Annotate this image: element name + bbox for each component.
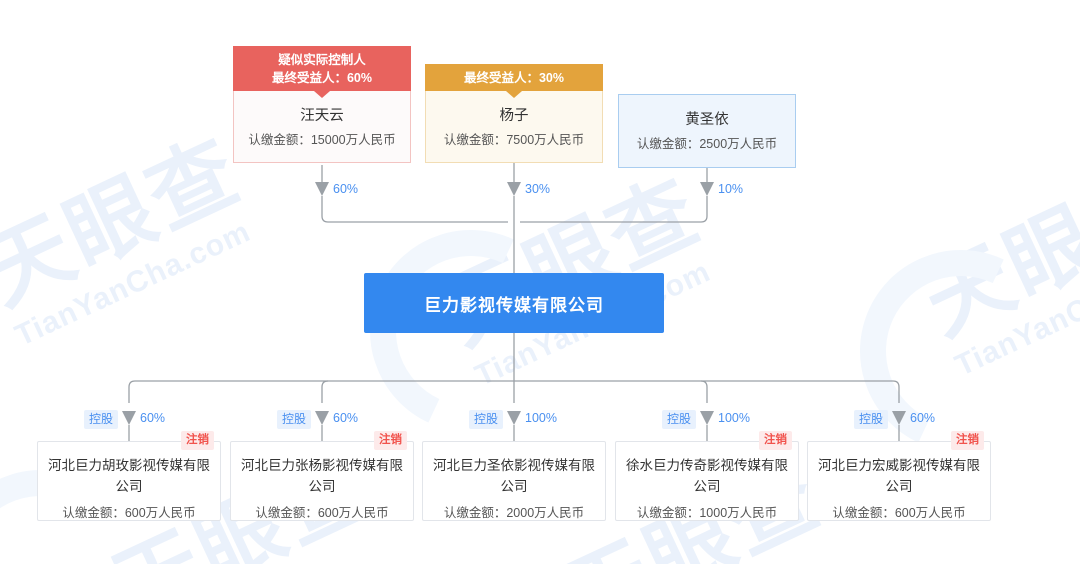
- subsidiary-5-name[interactable]: 河北巨力宏威影视传媒有限公司: [818, 458, 980, 494]
- subsidiary-1-relation: 控股: [84, 410, 119, 429]
- header-notch-icon: [314, 91, 330, 98]
- subsidiary-1-status-badge: 注销: [181, 431, 214, 450]
- shareholder-3-name[interactable]: 黄圣依: [685, 112, 729, 128]
- shareholder-3-body: 黄圣依 认缴金额：2500万人民币: [618, 94, 796, 168]
- shareholder-3-amount: 认缴金额：2500万人民币: [636, 137, 778, 151]
- subsidiary-1-percent: 60%: [140, 411, 166, 425]
- subsidiary-card-4[interactable]: 注销 徐水巨力传奇影视传媒有限公司 认缴金额：1000万人民币: [615, 431, 799, 521]
- subsidiary-1-name[interactable]: 河北巨力胡玫影视传媒有限公司: [48, 458, 210, 494]
- subsidiary-card-2[interactable]: 注销 河北巨力张杨影视传媒有限公司 认缴金额：600万人民币: [230, 431, 414, 521]
- shareholder-1-amount: 认缴金额：15000万人民币: [248, 133, 396, 147]
- subsidiary-2-amount: 认缴金额：600万人民币: [255, 506, 389, 520]
- header-notch-icon: [506, 91, 522, 98]
- subsidiary-3-percent: 100%: [525, 411, 557, 425]
- subsidiary-card-3[interactable]: 河北巨力圣依影视传媒有限公司 认缴金额：2000万人民币: [422, 441, 606, 521]
- subsidiary-3-name[interactable]: 河北巨力圣依影视传媒有限公司: [433, 458, 595, 494]
- subsidiary-2-relation: 控股: [277, 410, 312, 429]
- subsidiary-4-percent: 100%: [718, 411, 750, 425]
- subsidiary-4-relation: 控股: [662, 410, 697, 429]
- subsidiary-card-5[interactable]: 注销 河北巨力宏威影视传媒有限公司 认缴金额：600万人民币: [807, 431, 991, 521]
- subsidiary-5-status-badge: 注销: [951, 431, 984, 450]
- shareholder-2-header: 最终受益人：30%: [425, 64, 603, 98]
- subsidiary-2-name[interactable]: 河北巨力张杨影视传媒有限公司: [241, 458, 403, 494]
- shareholder-2-amount: 认缴金额：7500万人民币: [443, 133, 585, 147]
- shareholder-card-2[interactable]: 最终受益人：30% 杨子 认缴金额：7500万人民币: [425, 64, 603, 163]
- shareholder-1-header: 疑似实际控制人 最终受益人：60%: [233, 46, 411, 98]
- center-company-node[interactable]: 巨力影视传媒有限公司: [364, 273, 664, 333]
- subsidiary-5-relation: 控股: [854, 410, 889, 429]
- shareholder-3-percent: 10%: [718, 182, 744, 196]
- shareholder-2-header-line2: 最终受益人：30%: [463, 71, 565, 85]
- subsidiary-4-status-badge: 注销: [759, 431, 792, 450]
- shareholder-1-name[interactable]: 汪天云: [300, 108, 344, 124]
- subsidiary-4-name[interactable]: 徐水巨力传奇影视传媒有限公司: [626, 458, 788, 494]
- shareholder-1-percent: 60%: [333, 182, 359, 196]
- shareholder-2-name[interactable]: 杨子: [499, 108, 529, 124]
- shareholder-1-body: 汪天云 认缴金额：15000万人民币: [233, 91, 411, 163]
- shareholder-2-body: 杨子 认缴金额：7500万人民币: [425, 91, 603, 163]
- subsidiary-card-1[interactable]: 注销 河北巨力胡玫影视传媒有限公司 认缴金额：600万人民币: [37, 431, 221, 521]
- shareholder-card-1[interactable]: 疑似实际控制人 最终受益人：60% 汪天云 认缴金额：15000万人民币: [233, 46, 411, 163]
- center-company-name: 巨力影视传媒有限公司: [424, 295, 604, 315]
- subsidiary-4-amount: 认缴金额：1000万人民币: [636, 506, 778, 520]
- subsidiary-2-percent: 60%: [333, 411, 359, 425]
- subsidiary-1-amount: 认缴金额：600万人民币: [62, 506, 196, 520]
- subsidiary-5-amount: 认缴金额：600万人民币: [832, 506, 966, 520]
- subsidiary-5-percent: 60%: [910, 411, 936, 425]
- shareholder-1-header-line2: 最终受益人：60%: [271, 71, 373, 85]
- subsidiary-3-amount: 认缴金额：2000万人民币: [443, 506, 585, 520]
- subsidiary-2-status-badge: 注销: [374, 431, 407, 450]
- shareholder-1-header-line1: 疑似实际控制人: [278, 53, 366, 67]
- subsidiary-3-relation: 控股: [469, 410, 504, 429]
- shareholder-2-percent: 30%: [525, 182, 551, 196]
- shareholder-card-3[interactable]: 黄圣依 认缴金额：2500万人民币: [618, 94, 796, 168]
